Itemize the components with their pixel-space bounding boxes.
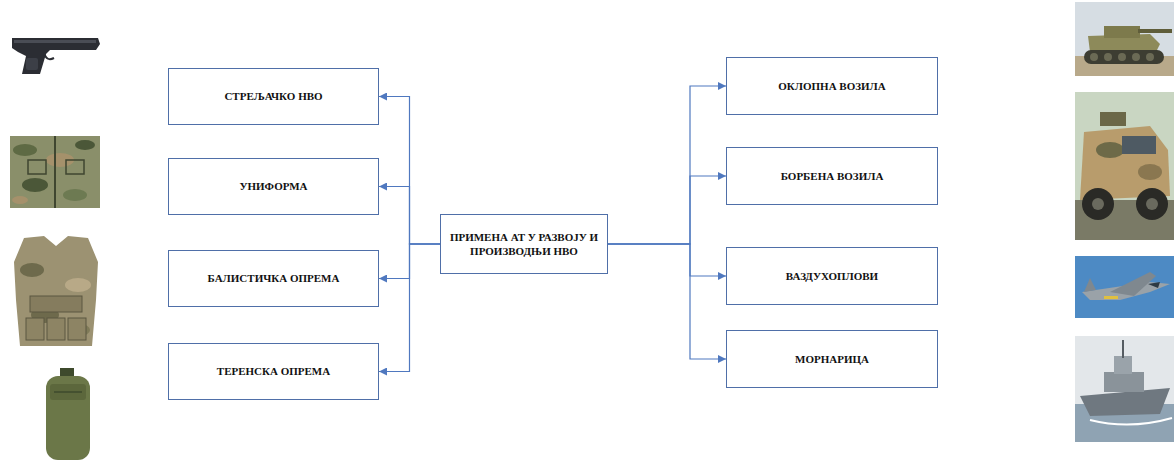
connector-arrow bbox=[608, 244, 726, 359]
connector-arrow bbox=[379, 97, 440, 245]
vehicle-picture bbox=[1075, 92, 1174, 240]
box-label: ПРИМЕНА АТ У РАЗВОЈУ И ПРОИЗВОДЊИ НВО bbox=[449, 230, 599, 259]
box-label: МОРНАРИЦА bbox=[795, 352, 869, 366]
central-box: ПРИМЕНА АТ У РАЗВОЈУ И ПРОИЗВОДЊИ НВО bbox=[440, 214, 608, 274]
box-label: ОКЛОПНА ВОЗИЛА bbox=[778, 79, 886, 93]
category-box: СТРЕЉАЧКО НВО bbox=[168, 68, 379, 125]
uniform-picture bbox=[10, 136, 100, 208]
connector-arrow bbox=[608, 86, 726, 244]
ship-picture bbox=[1075, 336, 1174, 442]
box-label: СТРЕЉАЧКО НВО bbox=[224, 89, 322, 103]
box-label: ТЕРЕНСКА ОПРЕМА bbox=[217, 364, 330, 378]
connector-arrow bbox=[379, 187, 440, 245]
tank-picture bbox=[1075, 2, 1174, 76]
vest-picture bbox=[14, 236, 98, 346]
category-box: ОКЛОПНА ВОЗИЛА bbox=[726, 57, 938, 115]
canteen-picture bbox=[46, 368, 90, 460]
category-box: УНИФОРМА bbox=[168, 158, 379, 215]
category-box: МОРНАРИЦА bbox=[726, 330, 938, 388]
category-box: БОРБЕНА ВОЗИЛА bbox=[726, 147, 938, 205]
pistol-picture bbox=[12, 38, 100, 74]
category-box: ВАЗДУХОПЛОВИ bbox=[726, 247, 938, 305]
box-label: БОРБЕНА ВОЗИЛА bbox=[781, 169, 884, 183]
connector-arrow bbox=[608, 244, 726, 276]
box-label: БАЛИСТИЧКА ОПРЕМА bbox=[208, 271, 340, 285]
connector-arrow bbox=[379, 244, 440, 372]
aircraft-picture bbox=[1075, 256, 1174, 318]
connector-arrow bbox=[608, 176, 726, 244]
category-box: БАЛИСТИЧКА ОПРЕМА bbox=[168, 250, 379, 307]
box-label: ВАЗДУХОПЛОВИ bbox=[786, 269, 878, 283]
category-box: ТЕРЕНСКА ОПРЕМА bbox=[168, 343, 379, 400]
box-label: УНИФОРМА bbox=[239, 179, 307, 193]
